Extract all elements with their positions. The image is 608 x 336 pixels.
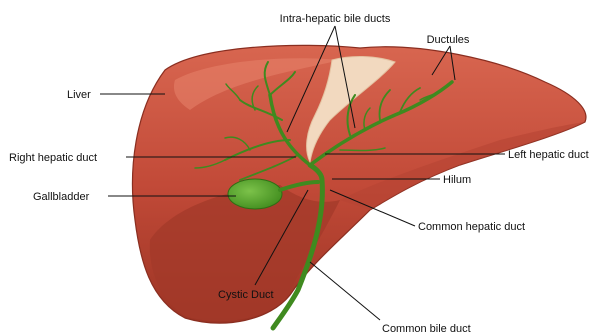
label-common-bile-duct: Common bile duct xyxy=(382,323,471,335)
label-common-hepatic-duct: Common hepatic duct xyxy=(418,221,525,233)
gallbladder-shape xyxy=(228,179,282,209)
label-hilum: Hilum xyxy=(443,174,471,186)
label-left-hepatic-duct: Left hepatic duct xyxy=(508,149,589,161)
label-gallbladder: Gallbladder xyxy=(33,191,90,203)
label-intrahepatic-bile-ducts: Intra-hepatic bile ducts xyxy=(280,13,391,25)
label-cystic-duct: Cystic Duct xyxy=(218,289,274,301)
label-right-hepatic-duct: Right hepatic duct xyxy=(9,152,97,164)
label-ductules: Ductules xyxy=(427,34,470,46)
label-liver: Liver xyxy=(67,89,91,101)
